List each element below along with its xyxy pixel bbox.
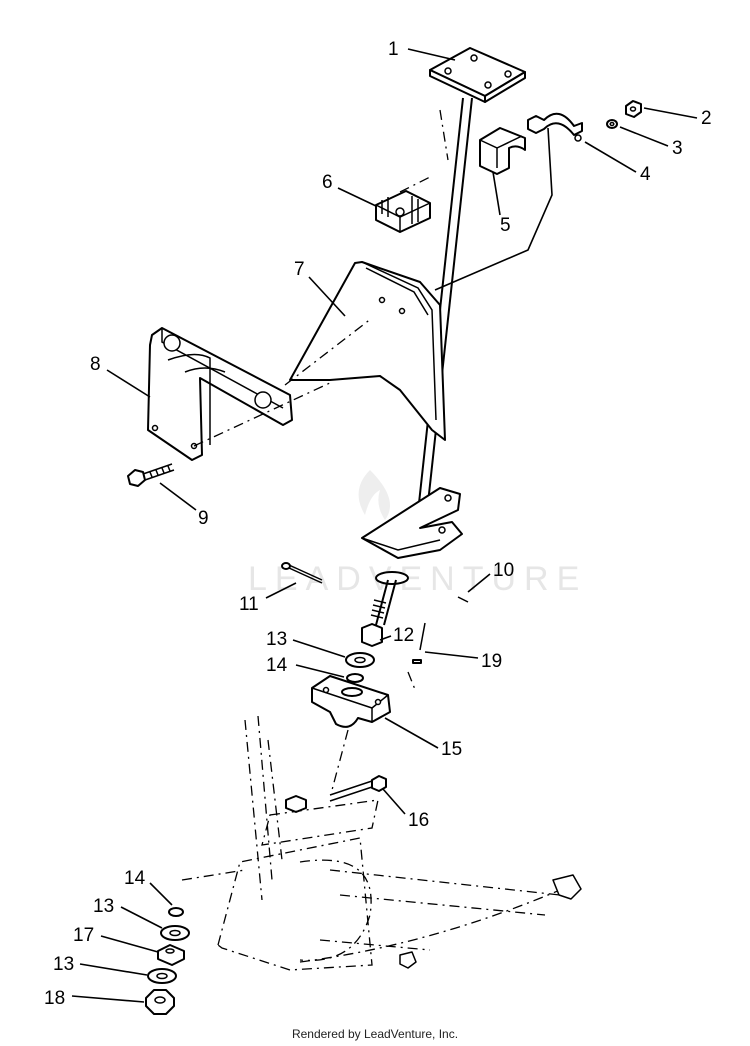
part-4-clamp: [527, 112, 583, 142]
callout-2: 2: [701, 108, 712, 129]
callout-18: 18: [44, 988, 65, 1009]
callout-3: 3: [672, 138, 683, 159]
part-6-block: [375, 190, 431, 233]
callout-19: 19: [481, 651, 502, 672]
callout-10: 10: [493, 560, 514, 581]
watermark-text: LEADVENTURE: [248, 560, 587, 598]
callout-16: 16: [408, 810, 429, 831]
callout-14-lower: 14: [124, 868, 146, 889]
steering-tower-bracket: [289, 261, 446, 441]
callout-5: 5: [500, 215, 511, 236]
part-16-bolt: [329, 775, 387, 802]
callout-13-upper: 13: [266, 629, 287, 650]
part-13-washer-lower-b: [147, 968, 177, 984]
part-14-washer-upper: [346, 673, 364, 683]
callout-9: 9: [198, 508, 209, 529]
part-17-bushing: [157, 944, 185, 966]
callout-13-lower-b: 13: [53, 954, 74, 975]
part-19-screw: [412, 622, 426, 664]
part-8-bracket: [147, 327, 293, 461]
part-11-cotter-pin: [281, 562, 323, 584]
column-plate: [361, 487, 463, 585]
callout-labels: 1 2 3 4 5 6 7 8 9 10 11 12 13 14 15 16 1…: [44, 39, 712, 1009]
frame-outline: [217, 715, 582, 971]
callout-17: 17: [73, 925, 94, 946]
part-13-washer-lower-a: [160, 925, 190, 941]
callout-8: 8: [90, 354, 101, 375]
callout-11: 11: [239, 594, 259, 615]
callout-12: 12: [393, 625, 414, 646]
callout-14-upper: 14: [266, 655, 288, 676]
part-10-pin: [457, 596, 469, 603]
part-3-washer: [606, 119, 618, 129]
callout-13-lower-a: 13: [93, 896, 114, 917]
callout-7: 7: [294, 259, 305, 280]
spacer: [285, 795, 307, 813]
leader-lines: [71, 48, 698, 1003]
part-18-castle-nut: [145, 989, 175, 1015]
part-2-nut: [625, 100, 642, 118]
callout-1: 1: [388, 39, 399, 60]
part-14-washer-lower: [168, 907, 184, 917]
part-9-bolt: [127, 463, 175, 487]
callout-6: 6: [322, 172, 333, 193]
leadventure-watermark: LEADVENTURE: [248, 470, 587, 598]
part-13-washer-upper: [345, 652, 375, 668]
callout-4: 4: [640, 164, 651, 185]
part-15-bearing-block: [311, 675, 391, 728]
callout-15: 15: [441, 739, 462, 760]
footer-credit: Rendered by LeadVenture, Inc.: [291, 1027, 459, 1041]
part-5-bushing: [479, 127, 526, 175]
steering-shaft-lower: [361, 579, 397, 647]
